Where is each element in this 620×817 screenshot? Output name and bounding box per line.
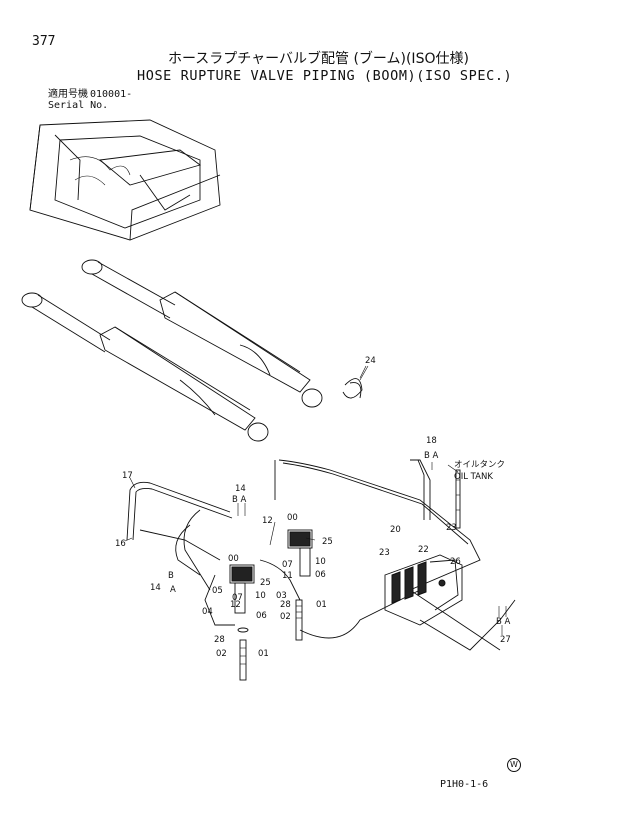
callout-14: 14 <box>235 484 246 494</box>
control-valve <box>384 554 463 626</box>
callout-23-lower: 23 <box>379 548 390 558</box>
callout-bA-1: B A <box>232 495 247 505</box>
callout-04: 04 <box>202 607 213 617</box>
callout-01-upper: 01 <box>316 600 327 610</box>
callout-03: 03 <box>276 591 287 601</box>
watermark-symbol: W <box>507 758 521 772</box>
boom-cylinder-upper <box>81 259 323 408</box>
callout-labels: 24 17 16 14 B A 18 B A 00 12 25 10 06 07… <box>115 356 511 659</box>
callout-14-lower: 14 <box>150 583 161 593</box>
rupture-valve-upper <box>287 529 313 577</box>
callout-05: 05 <box>212 586 223 596</box>
hose-lines <box>126 459 516 651</box>
excavator-sketch <box>29 119 221 241</box>
document-code: P1H0-1-6 <box>440 779 489 790</box>
callout-06-lower: 06 <box>256 611 267 621</box>
callout-12: 12 <box>262 516 273 526</box>
callout-20: 20 <box>390 525 401 535</box>
callout-01-lower: 01 <box>258 649 269 659</box>
callout-07-upper: 07 <box>282 560 293 570</box>
rupture-valve-lower <box>229 564 255 614</box>
callout-28-lower: 28 <box>214 635 225 645</box>
bolts <box>237 599 303 681</box>
oil-tank-label-jp: オイルタンク <box>454 460 505 470</box>
serial-label-japanese: 適用号機 <box>48 89 88 100</box>
callout-16: 16 <box>115 539 126 549</box>
title-english: HOSE RUPTURE VALVE PIPING (BOOM)(ISO SPE… <box>137 68 513 84</box>
callout-B: B <box>168 571 174 581</box>
callout-23-upper: 23 <box>446 523 457 533</box>
callout-25-lower: 25 <box>260 578 271 588</box>
callout-00-upper: 00 <box>287 513 298 523</box>
callout-10-lower: 10 <box>255 591 266 601</box>
callout-02-upper: 02 <box>280 612 291 622</box>
callout-bA-2: B A <box>424 451 439 461</box>
callout-25-upper: 25 <box>322 537 333 547</box>
title-japanese: ホースラプチャーバルブ配管 (ブーム)(ISO仕様) <box>168 51 469 67</box>
callout-11: 11 <box>282 571 293 581</box>
callout-10-upper: 10 <box>315 557 326 567</box>
oil-tank-fitting <box>455 469 461 529</box>
callout-22: 22 <box>418 545 429 555</box>
callout-A: A <box>170 585 176 595</box>
callout-27: 27 <box>500 635 511 645</box>
callout-18: 18 <box>426 436 437 446</box>
callout-02-lower: 02 <box>216 649 227 659</box>
clamp-part-24 <box>342 365 367 399</box>
callout-17: 17 <box>122 471 133 481</box>
callout-12-lower: 12 <box>230 600 241 610</box>
callout-28-upper: 28 <box>280 600 291 610</box>
page-number: 377 <box>32 34 56 49</box>
boom-cylinder-lower <box>21 292 269 442</box>
serial-value: 010001- <box>90 89 133 100</box>
oil-tank-label-en: OIL TANK <box>454 472 493 482</box>
leader-lines <box>124 365 507 635</box>
callout-00-lower: 00 <box>228 554 239 564</box>
serial-label-english: Serial No. <box>48 100 109 111</box>
callout-24: 24 <box>365 356 376 366</box>
callout-07-lower: 07 <box>232 593 243 603</box>
callout-06-upper: 06 <box>315 570 326 580</box>
callout-bA-3: B A <box>496 617 511 627</box>
callout-26: 26 <box>450 557 461 567</box>
